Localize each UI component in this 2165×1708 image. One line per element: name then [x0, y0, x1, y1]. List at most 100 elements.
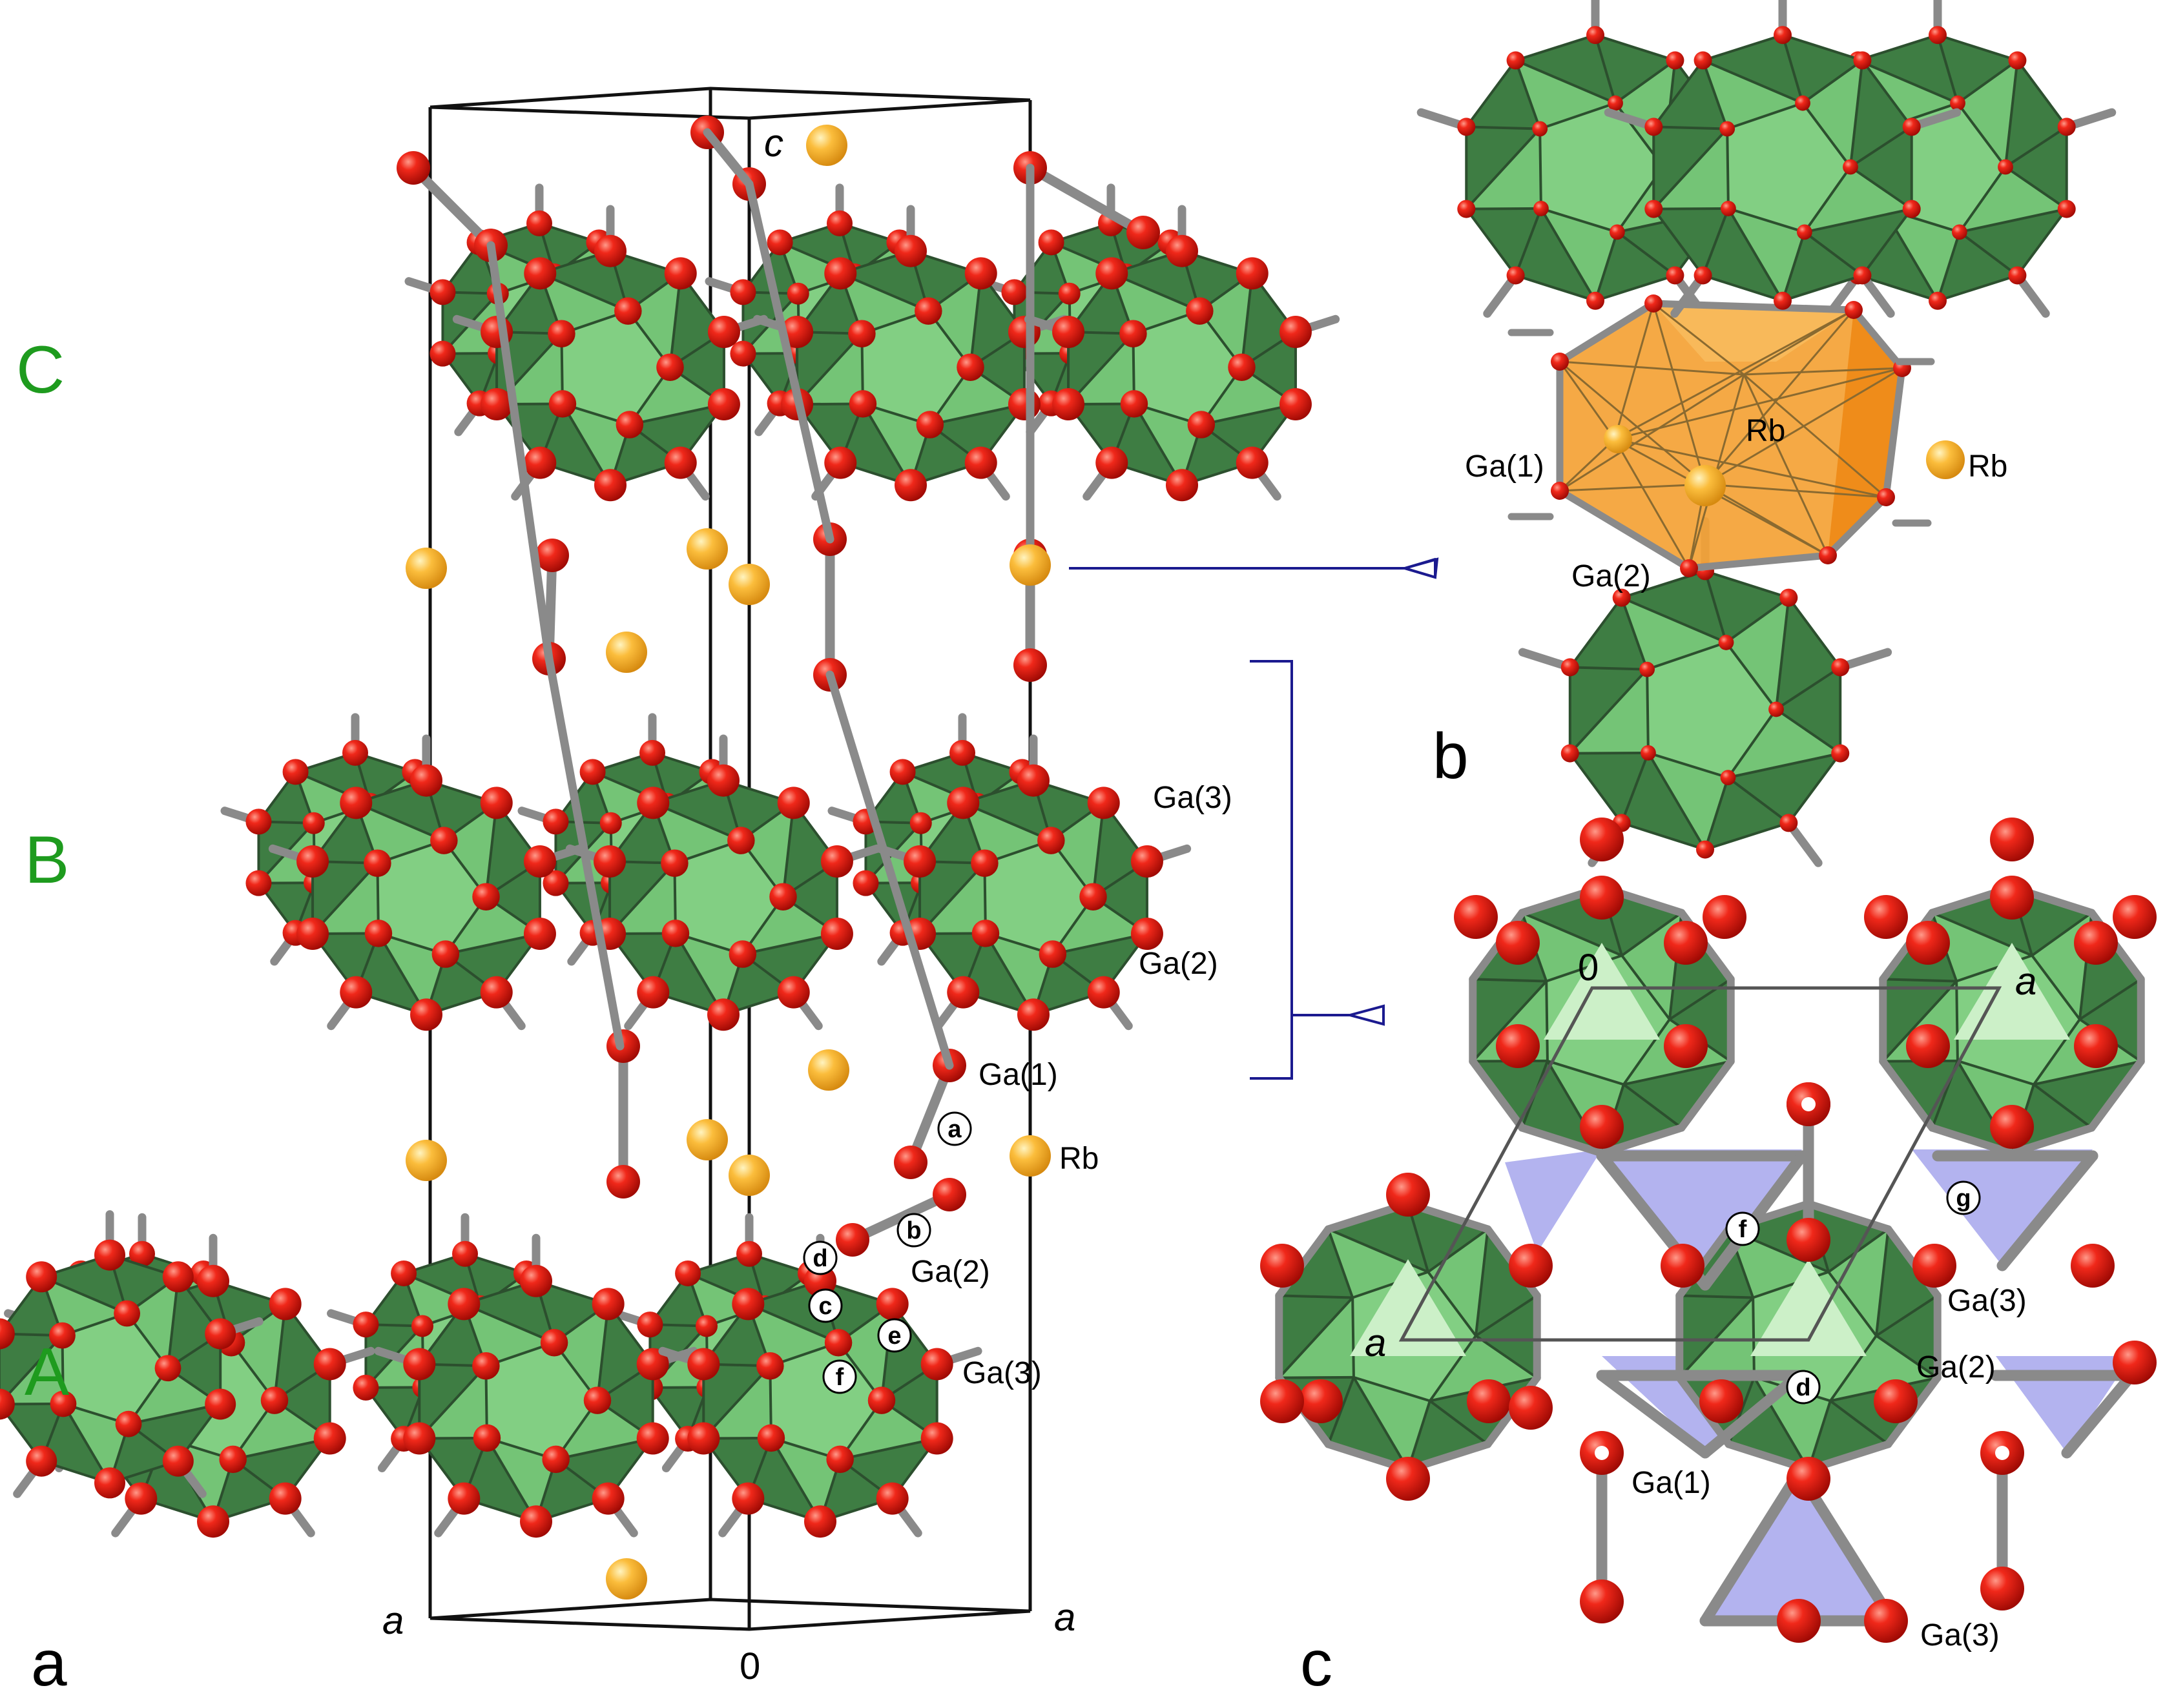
panel-label-a: a	[31, 1627, 67, 1700]
marker-f: f	[822, 1359, 857, 1394]
ga-atom	[1013, 648, 1047, 682]
icosahedron-edge	[1931, 911, 2033, 957]
ga-atom	[0, 1318, 15, 1350]
icosahedron-layers	[0, 183, 1340, 1538]
ga-atom	[1787, 1457, 1830, 1501]
ga-bond	[486, 241, 554, 663]
rb-polyhedron-edge	[1652, 303, 1706, 485]
ga-atom	[1386, 1173, 1430, 1217]
icosahedron-face	[592, 772, 668, 823]
ga-bond	[847, 1189, 955, 1245]
ga-atom	[1467, 1379, 1511, 1423]
marker-label: c	[818, 1293, 832, 1320]
icosahedron-face	[1703, 60, 1803, 129]
panel-c-structure	[1260, 818, 2157, 1643]
icosahedron-edge	[1781, 34, 1804, 104]
ga-atom	[1666, 51, 1684, 70]
rb-atom	[687, 528, 728, 570]
icosahedron-edge	[1427, 1228, 1489, 1273]
ga-atom	[313, 1422, 346, 1455]
icosahedron-face	[1728, 1229, 1829, 1298]
ga-atom	[115, 1410, 142, 1437]
ga-atom	[219, 1445, 247, 1474]
icosahedron-face	[562, 404, 630, 486]
ga-atom	[1929, 26, 1947, 45]
ga-bond	[1685, 551, 1832, 572]
ga-atom	[904, 845, 937, 878]
icosahedron-face	[1052, 896, 1147, 954]
ga-atom	[1609, 224, 1625, 240]
ga-atom	[431, 940, 460, 968]
ga-atom	[1774, 26, 1792, 45]
ga-atom	[1166, 234, 1198, 267]
ga-bond	[1650, 300, 1858, 314]
icosahedron-edge	[1704, 570, 1728, 643]
ga-atom	[403, 1348, 436, 1381]
ga-atom	[1279, 388, 1312, 421]
ga-bond	[544, 654, 625, 1051]
ga-bond	[2061, 1370, 2137, 1459]
atom-label-ga2-a: Ga(2)	[911, 1255, 990, 1289]
ga-atom	[472, 1352, 500, 1380]
ga-atom	[1779, 588, 1798, 607]
ga-atom	[964, 446, 997, 479]
icosahedron-face	[233, 1400, 330, 1459]
ga-bond	[1596, 1370, 1711, 1459]
marker-label: d	[813, 1245, 827, 1272]
ga-bond	[1598, 1124, 1686, 1157]
ga-atom	[876, 1288, 909, 1321]
rb-polyhedron-edge	[1559, 373, 1745, 492]
icosahedron-edge	[1803, 231, 1863, 277]
ga-atom	[260, 1386, 289, 1414]
ga-icosahedron	[1416, 0, 1774, 318]
ga-atom	[1496, 921, 1540, 965]
ga-atom	[452, 1240, 478, 1267]
ga-atom	[664, 257, 697, 290]
icosahedron-face	[840, 273, 929, 334]
marker-c: c	[808, 1288, 843, 1323]
ga-atom	[2113, 895, 2157, 939]
icosahedron-face	[985, 933, 1053, 1015]
ga-atom	[1779, 814, 1798, 832]
marker-label: d	[1796, 1374, 1810, 1401]
icosahedron-face	[674, 840, 783, 954]
ga-atom	[50, 1390, 77, 1417]
icosahedron-edge	[2004, 60, 2019, 167]
ga-icosahedron	[752, 205, 1069, 502]
icosahedron-edge	[1327, 1228, 1429, 1273]
ga-atom	[1906, 921, 1950, 965]
axis-label-c-origin: 0	[1578, 947, 1599, 989]
ga-atom	[606, 1165, 640, 1199]
marker-f: f	[1725, 1211, 1760, 1246]
ga-atom	[1787, 1218, 1830, 1262]
icosahedron-edge	[1727, 776, 1790, 825]
icosahedron-edge	[702, 1364, 771, 1439]
ga-bond	[1025, 163, 1148, 238]
ga-atom	[1718, 635, 1734, 650]
ga-atom	[342, 739, 368, 766]
icosahedron-edge	[2004, 125, 2067, 169]
ga-bond	[1879, 1057, 1936, 1132]
icosahedron-edge	[1614, 59, 1676, 105]
ga-atom	[1052, 388, 1085, 421]
axis-label-origin: 0	[740, 1645, 760, 1687]
ga-bond	[2008, 1124, 2096, 1157]
atom-label-ga1-a: Ga(1)	[979, 1058, 1058, 1092]
icosahedron-edge	[1471, 980, 1548, 1062]
ga-atom	[804, 1505, 836, 1538]
icosahedron-edge	[1622, 1083, 1683, 1129]
icosahedron-face	[629, 367, 724, 425]
ga-atom	[777, 976, 810, 1009]
ga-atom	[282, 759, 309, 785]
ga-atom	[430, 279, 456, 305]
icosahedron-edge	[1959, 207, 2067, 234]
ga-atom	[1990, 876, 2034, 920]
rb-polyhedron-edge	[1743, 373, 1887, 499]
rb-atom	[606, 632, 647, 673]
ga-atom	[1457, 118, 1476, 136]
ga-bond	[1850, 306, 1906, 372]
icosahedron-edge	[1849, 60, 1864, 167]
atom-label-ga1-c: Ga(1)	[1632, 1466, 1711, 1500]
ga-atom	[1279, 315, 1312, 348]
icosahedron-edge	[1804, 207, 1912, 234]
